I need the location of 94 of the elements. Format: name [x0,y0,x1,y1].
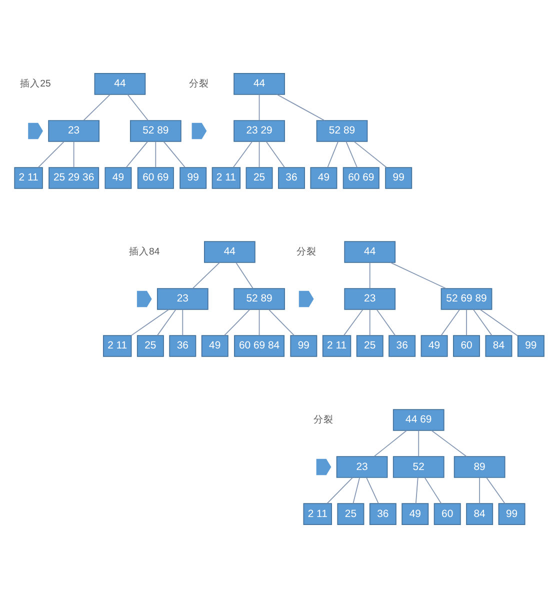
connector [346,141,358,168]
connector [472,309,492,336]
node-box: 99 [385,167,412,189]
connector [258,94,260,121]
node-box: 44 [204,241,256,263]
connector [156,309,176,336]
node-box: 25 29 36 [48,167,100,189]
connector [258,309,260,336]
connector [343,309,364,336]
connector [268,309,295,336]
connector [266,141,286,168]
node-box: 49 [201,335,228,357]
node-box: 44 [344,241,396,263]
connector [354,141,388,168]
connector [480,309,518,336]
connector [369,262,370,289]
node-box: 49 [402,503,429,525]
node-box: 52 [392,456,444,478]
node-box: 99 [180,167,207,189]
connector [83,94,111,121]
label: 分裂 [314,414,334,426]
connector [431,430,468,458]
connector [163,141,186,168]
node-box: 60 69 84 [234,335,285,357]
node-box: 23 [156,288,208,310]
label: 分裂 [189,78,210,90]
connector [38,141,65,168]
connector [376,309,396,336]
connector [130,309,170,336]
connector [182,309,184,336]
label: 插入25 [20,78,51,90]
node-box: 25 [337,503,364,525]
connector [126,141,148,168]
connector [127,94,149,121]
node-box: 99 [290,335,318,357]
node-box: 25 [356,335,384,357]
node-box: 23 [344,288,396,310]
node-box: 44 69 [392,409,444,431]
label: 插入84 [129,246,160,258]
connector [466,309,467,336]
connector [369,309,370,336]
node-box: 52 89 [234,288,285,310]
connector [390,262,446,289]
node-box: 23 [336,456,388,478]
node-box: 2 11 [102,335,132,357]
connector [73,141,74,168]
connector [155,141,156,168]
connector [440,309,460,336]
node-box: 36 [278,167,305,189]
node-box: 52 69 89 [440,288,492,310]
node-box: 2 11 [322,335,352,357]
node-box: 99 [517,335,544,357]
node-box: 2 11 [303,503,332,525]
connector [232,141,253,168]
connector [326,477,354,504]
node-box: 25 [136,335,164,357]
node-box: 52 89 [316,120,368,142]
node-box: 25 [246,167,273,189]
connector [415,477,418,504]
connector [366,477,379,504]
node-box: 23 [48,120,100,142]
node-box: 60 [434,503,461,525]
node-box: 60 [453,335,480,357]
connector [327,141,339,168]
node-box: 36 [388,335,416,357]
node-box: 52 89 [130,120,182,142]
node-box: 44 [234,73,285,95]
node-box: 99 [498,503,526,525]
connector [352,477,360,504]
node-box: 2 11 [14,167,43,189]
node-box: 84 [466,503,494,525]
node-box: 23 29 [234,120,285,142]
connector [424,477,442,504]
node-box: 2 11 [212,167,241,189]
connector [486,477,506,504]
node-box: 36 [369,503,396,525]
connector [192,262,220,289]
connector [236,262,254,289]
connector [374,430,408,458]
node-box: 84 [485,335,512,357]
node-box: 49 [420,335,448,357]
connector [418,430,420,458]
node-box: 60 69 [137,167,174,189]
node-box: 49 [310,167,338,189]
connector [258,141,260,168]
node-box: 60 69 [342,167,380,189]
label: 分裂 [296,246,316,258]
node-box: 49 [104,167,132,189]
node-box: 44 [94,73,146,95]
node-box: 36 [169,335,196,357]
connector [479,477,480,504]
connector [276,94,325,121]
connector [224,309,250,336]
node-box: 89 [454,456,506,478]
